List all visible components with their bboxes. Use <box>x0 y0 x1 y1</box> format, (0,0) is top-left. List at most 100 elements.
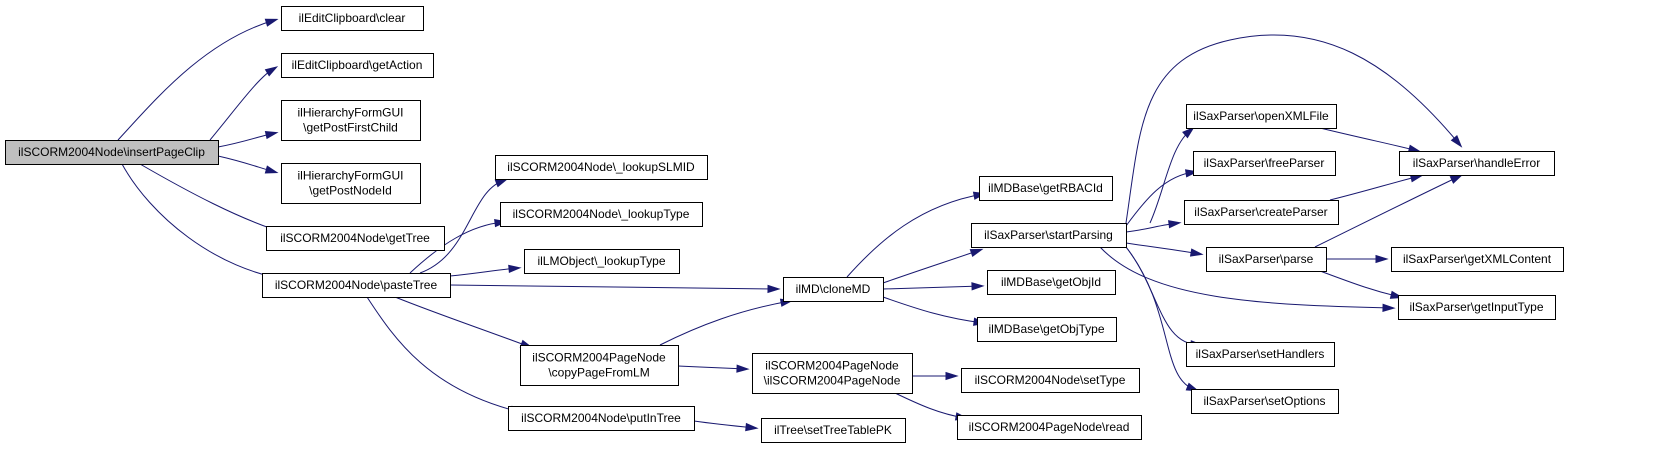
node-label: ilTree\setTreeTablePK <box>774 423 892 437</box>
call-edge-n14-to-n21 <box>1149 126 1195 224</box>
call-edge-n14-to-n27 <box>1125 34 1463 224</box>
node-ilscorm2004node-pastetree[interactable]: ilSCORM2004Node\pasteTree <box>262 273 451 298</box>
node-box[interactable] <box>1193 151 1336 176</box>
node-ilscorm2004node-lookuptype[interactable]: ilSCORM2004Node\_lookupType <box>500 202 703 227</box>
node-ileditclipboard-clear[interactable]: ilEditClipboard\clear <box>281 6 424 31</box>
node-box[interactable] <box>1191 389 1339 414</box>
call-edge-n10-to-n15 <box>882 282 985 291</box>
call-edge-n11-to-n10 <box>659 298 794 346</box>
edge-line <box>659 300 791 346</box>
node-box[interactable] <box>281 100 421 141</box>
node-box[interactable] <box>761 418 906 443</box>
call-edge-n14-to-n24 <box>1125 242 1204 257</box>
node-label: \getPostNodeId <box>309 184 392 198</box>
node-box[interactable] <box>1186 342 1335 367</box>
arrowhead-icon <box>1168 220 1182 229</box>
node-ilscorm2004pagenode-read[interactable]: ilSCORM2004PageNode\read <box>957 415 1142 440</box>
node-label: ilHierarchyFormGUI <box>297 106 403 120</box>
node-box[interactable] <box>1206 247 1327 272</box>
node-ilscorm2004node-putintree[interactable]: ilSCORM2004Node\putInTree <box>508 406 695 431</box>
node-box[interactable] <box>957 415 1142 440</box>
call-edge-n12-to-n18 <box>693 420 759 432</box>
edge-line <box>394 296 531 348</box>
node-label: ilEditClipboard\getAction <box>292 58 423 72</box>
node-ilsaxparser-handleerror[interactable]: ilSaxParser\handleError <box>1399 151 1555 176</box>
node-ilsaxparser-startparsing[interactable]: ilSaxParser\startParsing <box>971 223 1127 248</box>
node-ilmdbase-getobjid[interactable]: ilMDBase\getObjId <box>987 270 1116 295</box>
node-box[interactable] <box>971 223 1127 248</box>
arrowhead-icon <box>264 18 279 27</box>
node-ilsaxparser-openxmlfile[interactable]: ilSaxParser\openXMLFile <box>1186 104 1337 129</box>
edge-line <box>1125 34 1461 224</box>
node-box[interactable] <box>508 406 695 431</box>
node-ilscorm2004node-insertpageclip[interactable]: ilSCORM2004Node\insertPageClip <box>5 140 219 165</box>
node-label: ilSaxParser\handleError <box>1413 156 1540 170</box>
node-ilmdbase-getrbacid[interactable]: ilMDBase\getRBACId <box>979 176 1113 201</box>
node-ilsaxparser-freeparser[interactable]: ilSaxParser\freeParser <box>1193 151 1336 176</box>
node-box[interactable] <box>979 176 1113 201</box>
arrowhead-icon <box>264 130 279 140</box>
arrowhead-icon <box>494 178 509 188</box>
call-edge-n0-to-n2 <box>209 66 279 141</box>
node-label: ilHierarchyFormGUI <box>297 169 403 183</box>
edge-line <box>209 67 276 141</box>
node-box[interactable] <box>987 270 1116 295</box>
node-box[interactable] <box>1184 200 1339 225</box>
edge-line <box>846 193 984 278</box>
node-ilsaxparser-sethandlers[interactable]: ilSaxParser\setHandlers <box>1186 342 1335 367</box>
node-box[interactable] <box>1399 151 1555 176</box>
node-box[interactable] <box>266 226 445 251</box>
node-ilmd-clonemd[interactable]: ilMD\cloneMD <box>783 277 884 302</box>
node-label: ilSaxParser\openXMLFile <box>1193 109 1329 123</box>
node-box[interactable] <box>281 6 424 31</box>
arrowhead-icon <box>264 165 279 174</box>
node-box[interactable] <box>977 317 1117 342</box>
node-ilscorm2004pagenode-copypagefromlm[interactable]: ilSCORM2004PageNode\copyPageFromLM <box>520 345 679 386</box>
node-ilsaxparser-getxmlcontent[interactable]: ilSaxParser\getXMLContent <box>1391 247 1564 272</box>
node-box[interactable] <box>783 277 884 302</box>
call-edge-n0-to-n5 <box>139 163 292 236</box>
node-ilhierarchyformgui-getpostnodeid[interactable]: ilHierarchyFormGUI\getPostNodeId <box>281 163 421 204</box>
function-nodes: ilSCORM2004Node\insertPageClip ilEditClip… <box>5 6 1564 443</box>
edge-line <box>882 285 982 290</box>
node-label: ilSaxParser\getInputType <box>1409 300 1543 314</box>
node-ilscorm2004node-settype[interactable]: ilSCORM2004Node\setType <box>961 368 1140 393</box>
node-ilsaxparser-createparser[interactable]: ilSaxParser\createParser <box>1184 200 1339 225</box>
node-ilhierarchyformgui-getpostfirstchild[interactable]: ilHierarchyFormGUI\getPostFirstChild <box>281 100 421 141</box>
node-ilscorm2004node-lookupslmid[interactable]: ilSCORM2004Node\_lookupSLMID <box>495 155 708 180</box>
node-label: ilSaxParser\createParser <box>1194 205 1327 219</box>
arrowhead-icon <box>736 364 750 373</box>
node-box[interactable] <box>500 202 703 227</box>
node-box[interactable] <box>961 368 1140 393</box>
node-label: ilMDBase\getRBACId <box>988 181 1103 195</box>
call-edge-n14-to-n29 <box>1099 246 1396 312</box>
node-ileditclipboard-getaction[interactable]: ilEditClipboard\getAction <box>281 53 434 78</box>
node-label: ilSCORM2004Node\_lookupSLMID <box>507 160 695 174</box>
node-illmobject-lookuptype[interactable]: ilLMObject\_lookupType <box>524 249 680 274</box>
node-box[interactable] <box>1391 247 1564 272</box>
edge-line <box>409 221 505 274</box>
node-box[interactable] <box>752 353 913 394</box>
node-ilsaxparser-getinputtype[interactable]: ilSaxParser\getInputType <box>1398 295 1556 320</box>
node-box[interactable] <box>524 249 680 274</box>
node-label: ilSCORM2004Node\putInTree <box>521 411 681 425</box>
edge-line <box>449 284 778 290</box>
node-box[interactable] <box>520 345 679 386</box>
node-ilmdbase-getobjtype[interactable]: ilMDBase\getObjType <box>977 317 1117 342</box>
node-ilscorm2004node-gettree[interactable]: ilSCORM2004Node\getTree <box>266 226 445 251</box>
node-iltree-settreetablepk[interactable]: ilTree\setTreeTablePK <box>761 418 906 443</box>
node-ilscorm2004pagenode-ilscorm2004pagenode[interactable]: ilSCORM2004PageNode\ilSCORM2004PageNode <box>752 353 913 394</box>
node-box[interactable] <box>281 163 421 204</box>
node-box[interactable] <box>281 53 434 78</box>
node-box[interactable] <box>1186 104 1337 129</box>
node-box[interactable] <box>262 273 451 298</box>
call-edge-n0-to-n4 <box>217 155 279 174</box>
node-ilsaxparser-setoptions[interactable]: ilSaxParser\setOptions <box>1191 389 1339 414</box>
edge-line <box>1319 270 1401 298</box>
node-box[interactable] <box>1398 295 1556 320</box>
call-edge-n24-to-n28 <box>1326 254 1389 264</box>
node-box[interactable] <box>5 140 219 165</box>
node-box[interactable] <box>495 155 708 180</box>
node-ilsaxparser-parse[interactable]: ilSaxParser\parse <box>1206 247 1327 272</box>
